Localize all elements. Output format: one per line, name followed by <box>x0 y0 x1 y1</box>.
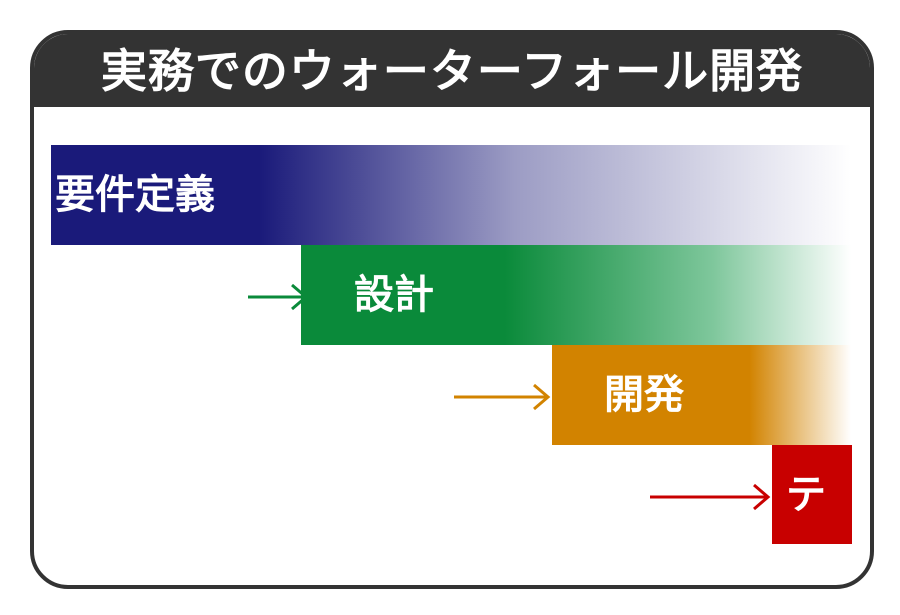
title-bar: 実務でのウォーターフォール開発 <box>34 34 870 107</box>
arrow-to-design-icon <box>248 283 309 311</box>
arrow-to-development-icon <box>454 383 551 411</box>
phase-bar-test: テ <box>772 445 852 544</box>
phase-label-design: 設計 <box>354 272 434 318</box>
arrow-to-test-icon <box>650 483 771 511</box>
phase-label-test: テ <box>786 471 826 518</box>
phase-label-development: 開発 <box>604 372 684 418</box>
diagram-title: 実務でのウォーターフォール開発 <box>100 43 804 98</box>
phase-bar-design: 設計 <box>301 245 851 345</box>
phase-bar-development: 開発 <box>552 345 851 445</box>
phase-bar-requirements: 要件定義 <box>51 145 851 245</box>
diagram-frame: 実務でのウォーターフォール開発 要件定義 設計 開発 テ <box>30 30 874 589</box>
phase-label-requirements: 要件定義 <box>55 172 215 218</box>
